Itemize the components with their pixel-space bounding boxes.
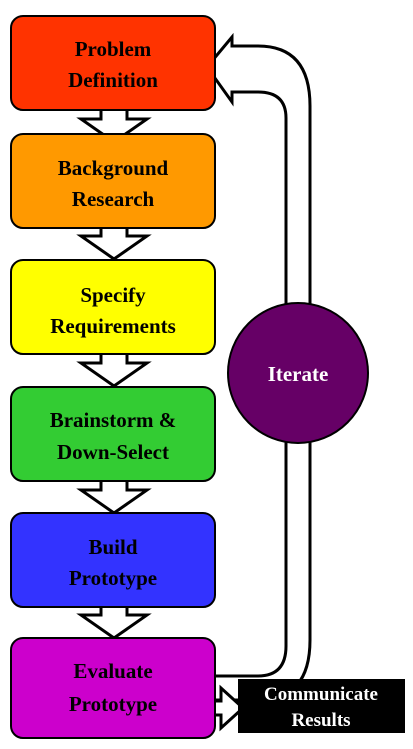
step-4-line2: Down-Select: [57, 440, 169, 464]
step-5-line1: Build: [88, 535, 137, 559]
step-box-6: [10, 637, 216, 739]
step-1-line1: Problem: [75, 37, 152, 61]
step-box-2: [10, 133, 216, 229]
step-problem-definition: Problem Definition: [10, 15, 216, 111]
step-evaluate-prototype: Evaluate Prototype: [10, 637, 216, 739]
iterate-circle: [227, 302, 369, 444]
down-arrow-2: [76, 224, 152, 261]
step-3-line2: Requirements: [50, 314, 176, 338]
step-background-research: Background Research: [10, 133, 216, 229]
communicate-line2: Results: [291, 710, 350, 731]
step-2-line1: Background: [58, 156, 169, 180]
iterate-label: Iterate: [268, 362, 329, 386]
step-build-prototype: Build Prototype: [10, 512, 216, 608]
down-arrow-3: [76, 351, 152, 388]
down-arrow-4: [76, 478, 152, 515]
step-5-line2: Prototype: [69, 566, 157, 590]
step-1-line2: Definition: [68, 68, 158, 92]
communicate-line1: Communicate: [264, 684, 378, 705]
step-3-line1: Specify: [80, 283, 146, 307]
step-specify-requirements: Specify Requirements: [10, 259, 216, 355]
down-arrow-5: [76, 603, 152, 640]
step-box-5: [10, 512, 216, 608]
step-box-1: [10, 15, 216, 111]
step-box-3: [10, 259, 216, 355]
step-box-4: [10, 386, 216, 482]
communicate-results-node: Communicate Results: [238, 679, 405, 733]
step-6-line2: Prototype: [69, 692, 157, 716]
iterate-node: Iterate: [227, 302, 369, 444]
step-6-line1: Evaluate: [73, 659, 152, 683]
step-brainstorm-down-select: Brainstorm & Down-Select: [10, 386, 216, 482]
communicate-box: [238, 679, 405, 733]
step-2-line2: Research: [72, 187, 155, 211]
step-4-line1: Brainstorm &: [50, 408, 177, 432]
